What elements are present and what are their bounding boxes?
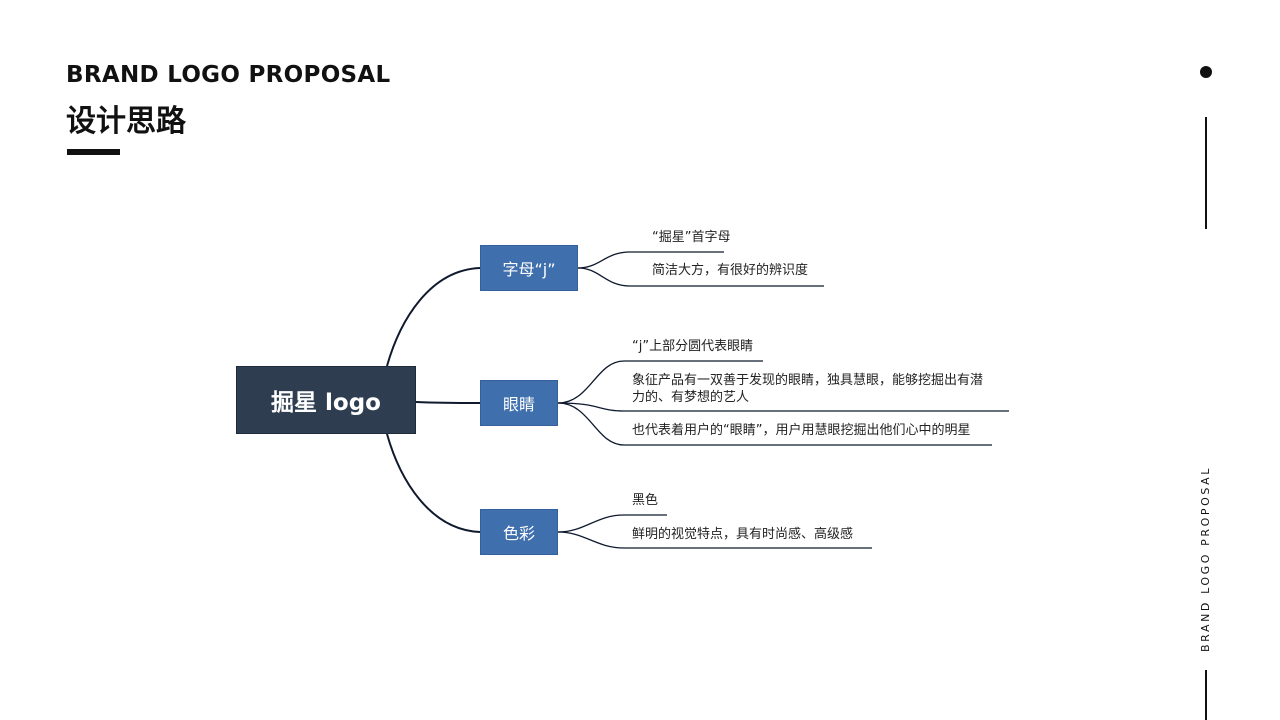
connector-center-to-color [386, 433, 481, 533]
branch-node-color: 色彩 [480, 509, 558, 555]
leaf-letter-1: “掘星”首字母 [652, 230, 731, 245]
center-node: 掘星 logo [236, 366, 416, 434]
leaf-eye-2b: 力的、有梦想的艺人 [632, 390, 750, 405]
leaf-eye-1: “j”上部分圆代表眼睛 [632, 339, 754, 354]
leaf-color-1: 黑色 [632, 493, 659, 508]
connector-center-to-eye [415, 401, 481, 404]
side-line-top [1205, 117, 1207, 229]
leaf-eye-2: 象征产品有一双善于发现的眼睛，独具慧眼，能够挖掘出有潜 [632, 373, 984, 388]
connector-eye-leaf-3 [557, 402, 992, 446]
branch-node-letter: 字母“j” [480, 245, 578, 291]
connector-center-to-letter [386, 267, 481, 367]
connector-letter-leaf-2 [577, 267, 824, 287]
header-title-en: BRAND LOGO PROPOSAL [66, 62, 391, 88]
side-dot [1200, 66, 1212, 78]
leaf-color-2: 鲜明的视觉特点，具有时尚感、高级感 [632, 527, 854, 542]
connector-letter-leaf-1 [577, 251, 724, 269]
leaf-letter-2: 简洁大方，有很好的辨识度 [652, 263, 809, 278]
header-title-cn: 设计思路 [66, 104, 186, 139]
connector-eye-leaf-1 [557, 360, 763, 404]
connector-color-leaf-2 [557, 531, 872, 549]
connector-color-leaf-1 [557, 514, 667, 533]
branch-node-eye: 眼睛 [480, 380, 558, 426]
leaf-eye-3: 也代表着用户的“眼睛”，用户用慧眼挖掘出他们心中的明星 [632, 423, 971, 438]
connector-eye-leaf-2 [557, 402, 1009, 412]
side-line-bottom [1205, 670, 1207, 720]
header-accent-bar [67, 149, 120, 155]
